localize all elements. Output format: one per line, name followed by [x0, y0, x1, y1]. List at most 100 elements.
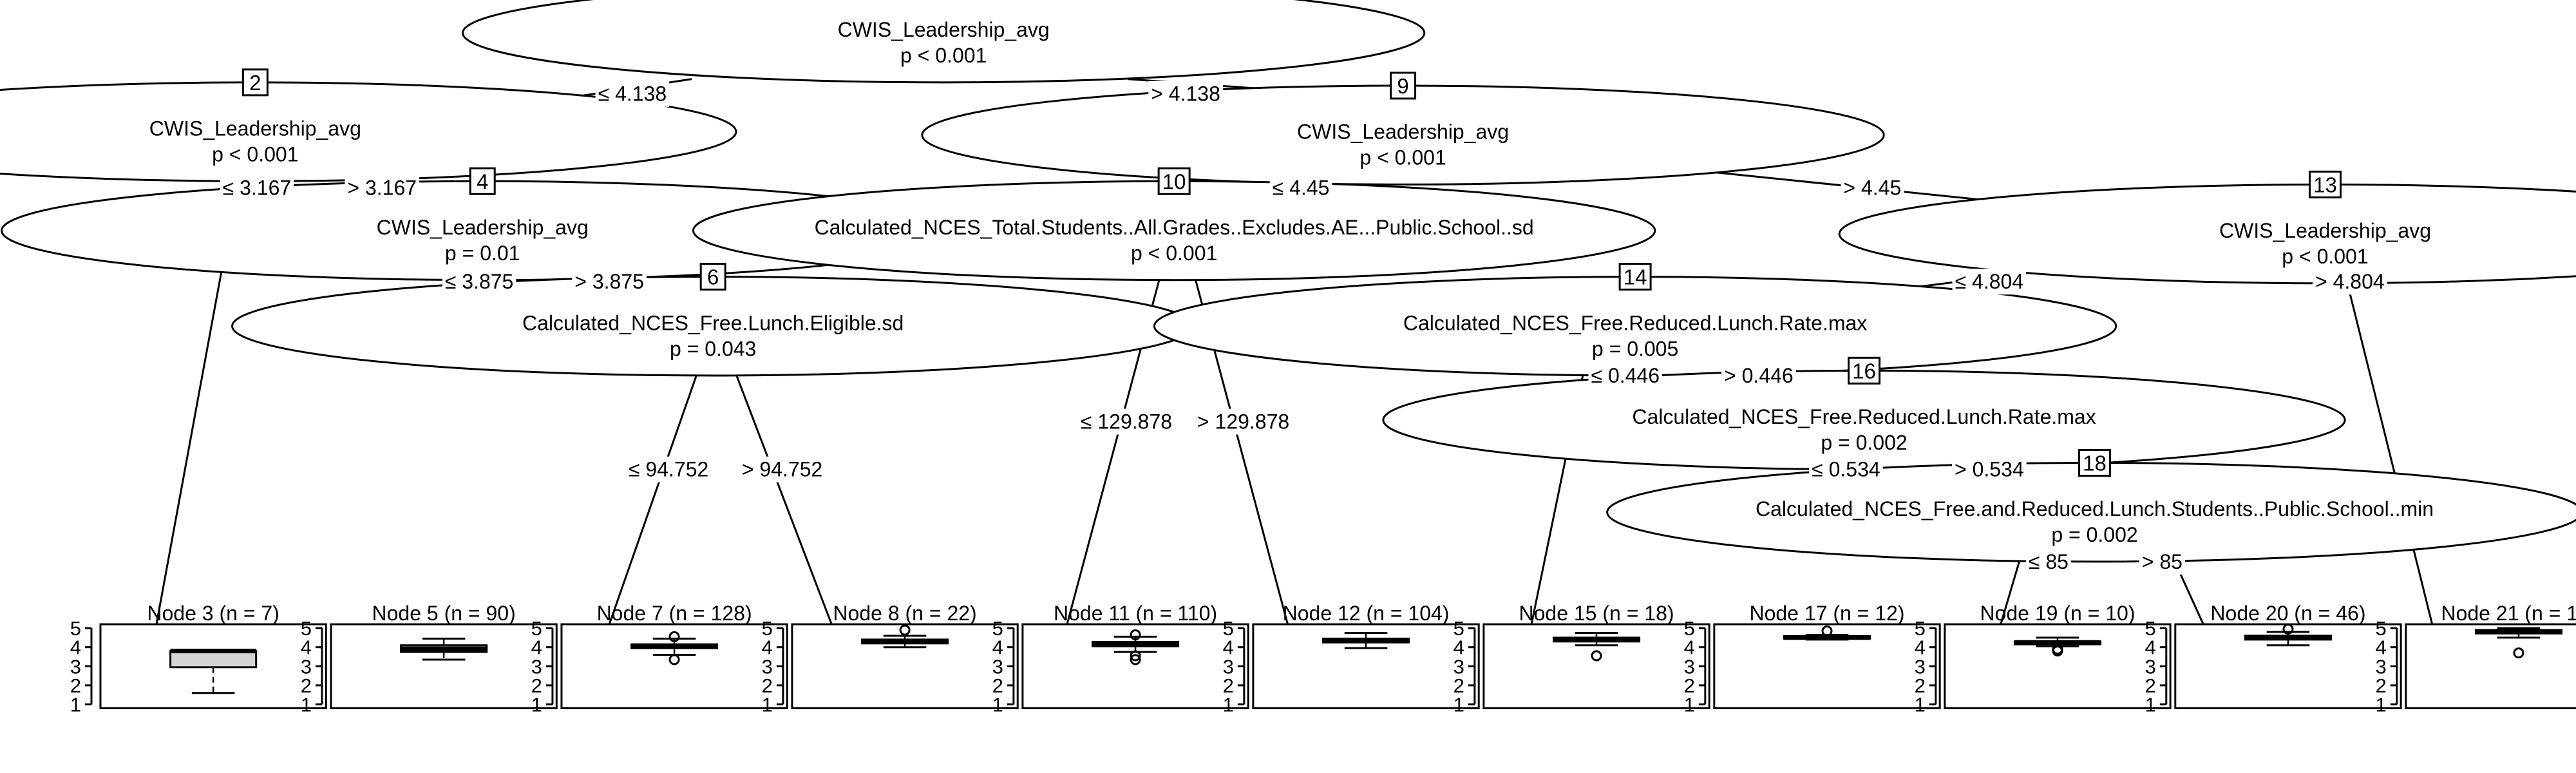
y-tick-label: 2 [1915, 674, 1926, 697]
split-variable: CWIS_Leadership_avg [377, 216, 589, 239]
node-ellipse [1838, 183, 2576, 285]
y-tick-label: 1 [1915, 694, 1926, 716]
inner-node-16: 16Calculated_NCES_Free.Reduced.Lunch.Rat… [1382, 356, 2346, 471]
terminal-title: Node 17 (n = 12) [1749, 602, 1904, 625]
split-variable: Calculated_NCES_Total.Students..All.Grad… [815, 216, 1534, 239]
edge-label-9-10: ≤ 4.45 [1273, 176, 1330, 199]
y-tick-label: 4 [1915, 636, 1926, 659]
edge-label-2-4: > 3.167 [347, 176, 417, 199]
y-tick-label: 5 [531, 617, 542, 640]
edge-label-14-16: > 0.446 [1724, 364, 1794, 387]
edge-label-13-14: ≤ 4.804 [1955, 270, 2024, 293]
y-tick-label: 1 [992, 694, 1003, 716]
y-tick-label: 4 [301, 636, 312, 659]
y-tick-label: 3 [992, 655, 1003, 678]
y-tick-label: 4 [1684, 636, 1695, 659]
y-tick-label: 2 [762, 674, 773, 697]
y-tick-label: 1 [531, 694, 542, 716]
edge-label-bg [2025, 548, 2071, 575]
node-id-box [699, 263, 726, 291]
y-tick-label: 3 [1223, 655, 1234, 678]
node-id: 16 [1852, 359, 1876, 383]
outlier-point [2052, 644, 2063, 655]
split-variable: Calculated_NCES_Free.Reduced.Lunch.Rate.… [1403, 311, 1867, 334]
outlier-point [1591, 650, 1602, 662]
edge-label-bg [220, 175, 294, 201]
terminal-title: Node 12 (n = 104) [1283, 602, 1450, 625]
edge-label-bg [1841, 175, 1904, 201]
outlier-point [899, 624, 911, 636]
node-id-box [469, 167, 496, 195]
outlier-point [2513, 647, 2524, 659]
y-tick-label: 1 [1684, 694, 1695, 716]
edge-label-bg [572, 269, 647, 295]
outlier-point [2282, 624, 2294, 635]
y-tick-label: 4 [762, 636, 773, 659]
split-variable: Calculated_NCES_Free.Lunch.Eligible.sd [522, 311, 904, 334]
edge-label-bg [1721, 362, 1796, 388]
outlier-point [1821, 625, 1833, 637]
y-tick-label: 1 [70, 694, 81, 716]
outlier-point [1130, 650, 1141, 662]
y-tick-label: 2 [70, 674, 81, 697]
edge-label-bg [1952, 456, 2027, 482]
y-tick-label: 5 [301, 617, 312, 640]
p-value: p < 0.001 [1131, 242, 1217, 265]
node-id: 2 [249, 71, 261, 95]
node-id-box [242, 68, 269, 97]
y-tick-label: 1 [2376, 694, 2387, 716]
p-value: p < 0.001 [2282, 245, 2368, 268]
y-tick-label: 1 [1454, 694, 1464, 716]
edge-label-4-6: > 3.875 [574, 270, 644, 293]
inner-node-10: 10Calculated_NCES_Total.Students..All.Gr… [692, 167, 1656, 282]
y-tick-label: 3 [1454, 655, 1464, 678]
y-tick-label: 5 [1684, 617, 1695, 640]
edge-label-1-9: > 4.138 [1151, 82, 1220, 106]
edge-label-10-12: > 129.878 [1197, 410, 1289, 434]
y-tick-label: 4 [1223, 636, 1234, 659]
edge-label-bg [2313, 269, 2387, 295]
p-value: p = 0.043 [670, 337, 756, 360]
y-tick-label: 2 [992, 674, 1003, 697]
node-id: 6 [707, 265, 719, 289]
plot-frame [330, 623, 558, 710]
edge-label-bg [1148, 81, 1223, 107]
edge-6-7 [608, 365, 701, 625]
terminal-title: Node 5 (n = 90) [372, 602, 515, 625]
y-tick-label: 1 [301, 694, 312, 716]
edge-label-bg [1809, 456, 1883, 482]
split-variable: Calculated_NCES_Free.Reduced.Lunch.Rate.… [1632, 405, 2096, 428]
node-id: 10 [1162, 169, 1186, 193]
outlier-point [1130, 629, 1141, 640]
node-id-box [1390, 72, 1417, 100]
edge-13-21 [2345, 280, 2434, 625]
y-tick-label: 4 [1454, 636, 1464, 659]
edge-label-bg [442, 269, 516, 295]
y-tick-label: 1 [2145, 694, 2156, 716]
p-value: p = 0.002 [2051, 523, 2137, 546]
y-tick-label: 4 [2145, 636, 2156, 659]
edge-label-14-15: ≤ 0.446 [1591, 364, 1660, 387]
node-id-box [1157, 167, 1191, 195]
edge-label-bg [1077, 408, 1175, 435]
y-tick-label: 5 [2145, 617, 2156, 640]
y-tick-label: 3 [301, 655, 312, 678]
edge-label-16-18: > 0.534 [1955, 458, 2024, 481]
edge-label-9-13: > 4.45 [1843, 176, 1901, 199]
y-tick-label: 2 [2145, 674, 2156, 697]
p-value: p < 0.001 [212, 143, 298, 166]
p-value: p < 0.001 [900, 44, 987, 67]
inner-node-18: 18Calculated_NCES_Free.and.Reduced.Lunch… [1606, 449, 2576, 563]
edge-label-bg [345, 175, 420, 201]
